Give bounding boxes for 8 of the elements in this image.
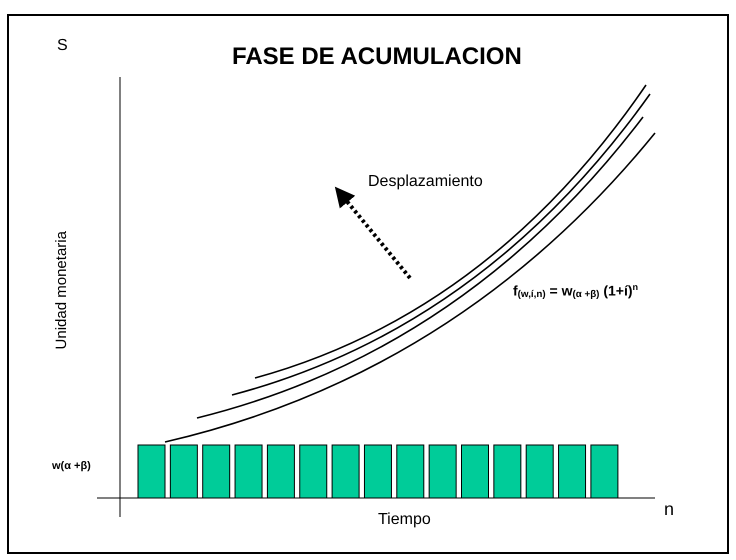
payment-label: w(α +β) — [52, 460, 91, 472]
shift-label: Desplazamiento — [368, 173, 483, 191]
diagram-title: FASE DE ACUMULACION — [232, 44, 522, 70]
axis-label: Unidad monetaria — [54, 230, 70, 349]
axis-label: S — [57, 37, 68, 55]
axis-label: n — [664, 500, 674, 520]
axis-label: Tiempo — [378, 511, 431, 529]
formula: f$_{(w,í,n)}$ = w$_{(α +β)}$ (1+í)$^{n}$ — [513, 282, 638, 301]
